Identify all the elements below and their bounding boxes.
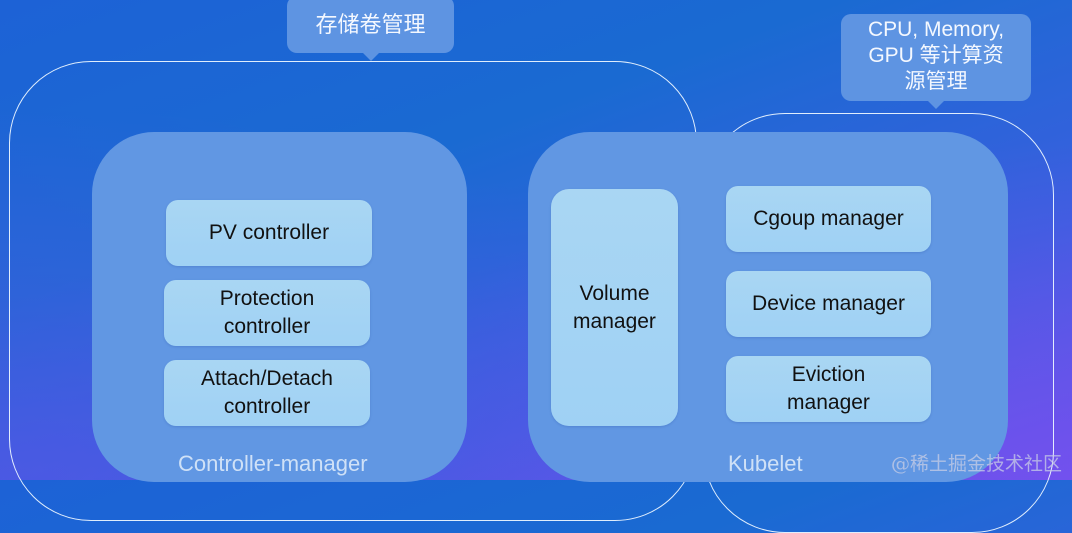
volume-manager-box: Volume manager	[551, 189, 678, 426]
attach-detach-controller-label-line1: Attach/Detach	[201, 367, 333, 390]
compute-management-callout: CPU, Memory, GPU 等计算资 源管理	[841, 14, 1031, 101]
protection-controller-box: Protection controller	[164, 280, 370, 346]
protection-controller-label-line2: controller	[223, 315, 311, 338]
storage-management-callout-text: 存储卷管理	[315, 12, 426, 37]
attach-detach-controller-box: Attach/Detach controller	[164, 360, 370, 426]
attach-detach-controller-label-line2: controller	[223, 395, 311, 418]
storage-management-callout: 存储卷管理	[287, 0, 454, 53]
pv-controller-label: PV controller	[208, 221, 330, 244]
device-manager-label: Device manager	[752, 292, 905, 315]
watermark: @稀土掘金技术社区	[890, 453, 1062, 475]
compute-callout-line1: CPU, Memory,	[867, 18, 1005, 41]
pv-controller-box: PV controller	[166, 200, 372, 266]
eviction-manager-label-line2: manager	[787, 391, 870, 414]
cgroup-manager-box: Cgoup manager	[726, 186, 931, 252]
volume-manager-label-line1: Volume	[579, 281, 650, 305]
protection-controller-label-line1: Protection	[219, 287, 315, 310]
controller-manager-panel: Controller-manager	[92, 132, 467, 482]
volume-manager-label-line2: manager	[573, 309, 656, 333]
compute-callout-line2: GPU 等计算资	[868, 44, 1004, 67]
cgroup-manager-label: Cgoup manager	[753, 207, 904, 230]
eviction-manager-box: Eviction manager	[726, 356, 931, 422]
device-manager-box: Device manager	[726, 271, 931, 337]
controller-manager-label: Controller-manager	[178, 451, 368, 476]
eviction-manager-label-line1: Eviction	[791, 363, 866, 386]
compute-callout-line3: 源管理	[904, 70, 968, 93]
kubelet-label: Kubelet	[728, 451, 803, 476]
